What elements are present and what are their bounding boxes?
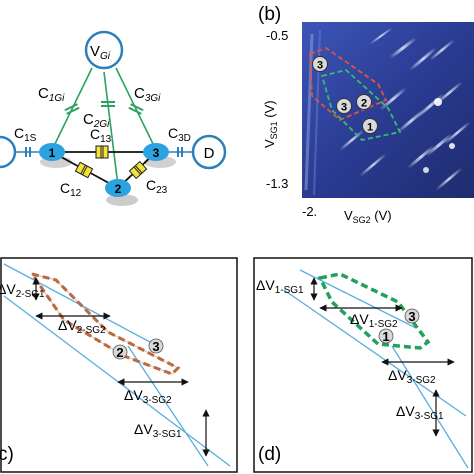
panel-b-label: (b): [258, 4, 281, 25]
marker-c-2: 2: [112, 344, 128, 360]
capacitor-c2g-icon: [101, 101, 115, 107]
panel-c-frame: [0, 257, 238, 473]
label-dv3-sg1: ΔV3-SG1: [134, 421, 182, 440]
panel-d-schematic: 1 3 ΔV1-SG1 ΔV1-SG2 ΔV3-SG2 ΔV3-SG1 (d): [253, 257, 473, 473]
x-tick-left: -2.: [302, 204, 317, 219]
y-tick-top: -0.5: [266, 28, 288, 43]
capacitor-c23-icon: [128, 160, 148, 180]
svg-text:2: 2: [116, 345, 123, 360]
label-c1s: C1S: [14, 125, 37, 144]
hexagon-red-dashed: [28, 271, 181, 376]
label-c2gi: C2Gi: [83, 111, 110, 130]
svg-text:1: 1: [382, 329, 389, 344]
dot-3-label: 3: [153, 146, 160, 160]
label-c3d: C3D: [168, 125, 191, 144]
label-dv3-sg1: ΔV3-SG1: [396, 403, 444, 422]
svg-text:3: 3: [341, 102, 347, 114]
svg-text:2: 2: [361, 98, 367, 110]
dot-2-label: 2: [115, 182, 122, 196]
hexagon-red: [309, 46, 388, 122]
capacitor-c12-icon: [74, 161, 94, 179]
quantum-dot-3: [143, 143, 169, 161]
label-c3gi: C3Gi: [134, 85, 161, 104]
svg-text:3: 3: [152, 339, 159, 354]
panel-d-frame: [253, 257, 473, 473]
capacitor-c13-icon: [95, 145, 109, 159]
panel-c-label: c): [0, 444, 14, 465]
quantum-dot-2: [105, 179, 131, 197]
line-d-2: [283, 289, 467, 417]
capacitor-c1s-icon: [25, 147, 31, 157]
line-c-2: [3, 295, 231, 467]
source-terminal: [0, 135, 17, 169]
panel-c-schematic: 2 3 ΔV2-SG1 ΔV2-SG2 ΔV3-SG2 ΔV3-SG1 c): [0, 257, 238, 473]
line-c-3: [127, 345, 209, 467]
marker-3a: 3: [312, 56, 328, 72]
transition-streaks: [304, 27, 471, 196]
gate-terminal: [84, 30, 124, 70]
label-c1gi: C1Gi: [38, 85, 65, 104]
label-dv3-sg2: ΔV3-SG2: [388, 367, 436, 386]
capacitor-c1g-icon: [64, 103, 80, 115]
panel-a-circuit: VGi D 1 3 2 C1Gi C2Gi C3Gi C13 C12 C23 C…: [0, 30, 227, 206]
marker-c-3: 3: [148, 338, 164, 354]
marker-3b: 3: [336, 98, 352, 114]
label-c12: C12: [60, 180, 82, 199]
wire-c3g: [115, 67, 157, 151]
y-tick-bottom: -1.3: [266, 176, 288, 191]
label-dv2-sg1: ΔV2-SG1: [0, 281, 45, 300]
marker-d-3: 3: [404, 308, 420, 324]
label-dv1-sg1: ΔV1-SG1: [256, 277, 304, 296]
gate-label: VGi: [90, 43, 111, 62]
capacitor-c3d-icon: [177, 147, 183, 157]
marker-2: 2: [356, 94, 372, 110]
line-d-3: [391, 345, 469, 469]
svg-text:1: 1: [367, 122, 373, 134]
x-axis-label: VSG2 (V): [344, 208, 392, 225]
hexagon-green: [320, 69, 402, 141]
drain-terminal: [191, 134, 227, 170]
label-c23: C23: [146, 177, 168, 196]
marker-d-1: 1: [378, 328, 394, 344]
line-d-1: [299, 269, 417, 329]
svg-text:3: 3: [408, 309, 415, 324]
y-axis-label: VSG1 (V): [262, 100, 279, 148]
wire-c2g: [103, 71, 119, 187]
label-dv1-sg2: ΔV1-SG2: [350, 311, 398, 330]
capacitor-c3g-icon: [128, 103, 144, 115]
dot-1-label: 1: [49, 146, 56, 160]
marker-1: 1: [362, 118, 378, 134]
label-dv2-sg2: ΔV2-SG2: [58, 317, 106, 336]
quantum-dot-1: [39, 143, 65, 161]
label-c13: C13: [90, 126, 112, 145]
panel-b-stability-map: (b) 3 3 2 1 -0.5: [258, 4, 474, 225]
panel-d-label: (d): [258, 444, 281, 465]
svg-text:3: 3: [317, 60, 323, 72]
label-dv3-sg2: ΔV3-SG2: [124, 387, 172, 406]
wire-c1g: [51, 67, 93, 151]
drain-label: D: [204, 145, 215, 162]
